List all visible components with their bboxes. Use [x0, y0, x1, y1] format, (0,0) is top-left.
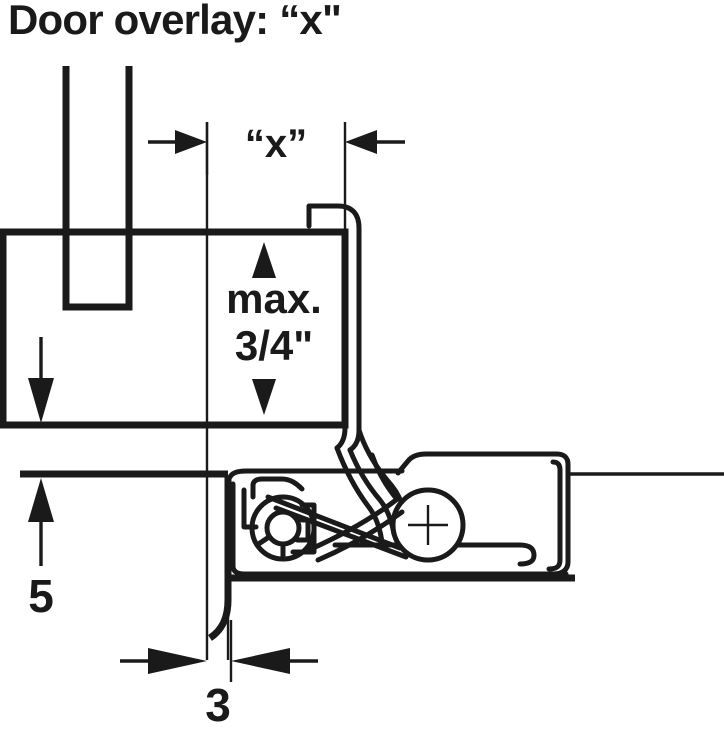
cabinet-side-panel: [62, 66, 133, 311]
dimension-door-thickness: max. 3/4": [226, 242, 322, 415]
adjustment-screw: [390, 487, 466, 563]
door-direction-arrow: [28, 337, 54, 423]
door-bottom-edge: [207, 578, 232, 660]
dimension-gap-3: 3: [120, 620, 318, 730]
dimension-overlay-x: “x”: [148, 122, 405, 232]
dimension-label-thickness-line2: 3/4": [235, 322, 313, 369]
dimension-label-overlay-x: “x”: [245, 122, 307, 166]
dimension-label-reveal-5: 5: [28, 570, 54, 622]
hinge-internal-links: [265, 494, 409, 563]
dimension-reveal-5: 5: [28, 478, 54, 622]
page-title: Door overlay: “x": [8, 0, 342, 43]
dimension-label-thickness-line1: max.: [226, 275, 322, 322]
door-edge-profile: [306, 203, 362, 453]
dimension-label-gap-3: 3: [205, 679, 231, 730]
mounting-plate: [327, 451, 571, 577]
